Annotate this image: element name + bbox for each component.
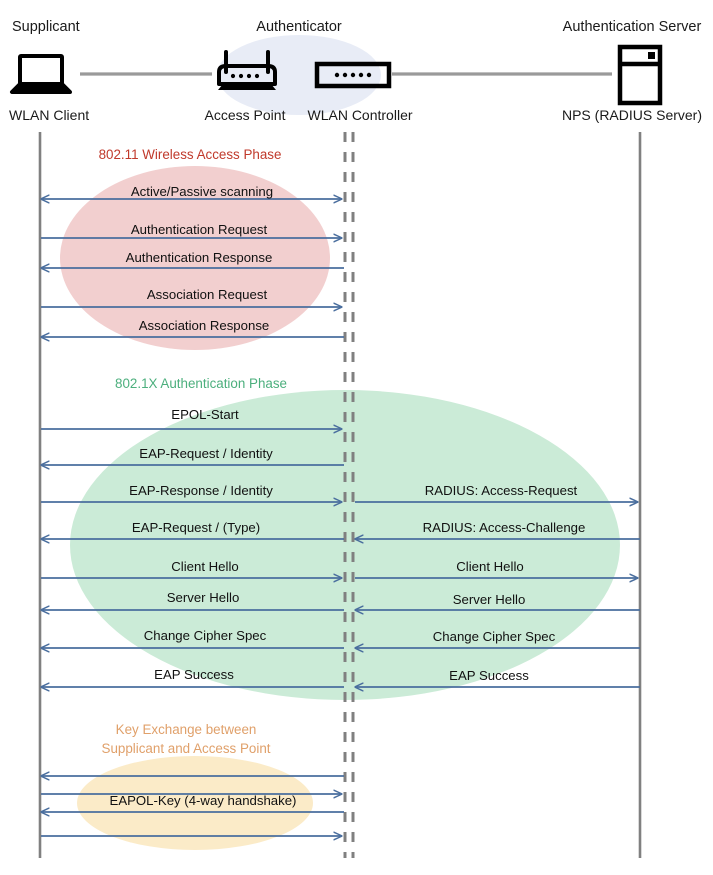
message-label-association-response: Association Response: [138, 318, 270, 333]
device-name-wlan-client: WLAN Client: [9, 107, 90, 123]
phase-title-keyexchange-line2: Supplicant and Access Point: [101, 741, 271, 756]
arrow-group-phase-80211: [41, 199, 344, 337]
message-label-authentication-request: Authentication Request: [130, 222, 268, 237]
authenticator-halo-ellipse: [217, 35, 381, 115]
message-label-active-passive-scanning: Active/Passive scanning: [130, 184, 274, 199]
phase-title-keyexchange-line1: Key Exchange between: [115, 722, 257, 737]
role-title-authenticator: Authenticator: [256, 19, 342, 35]
role-title-supplicant: Supplicant: [12, 19, 80, 35]
device-name-nps-radius-server: NPS (RADIUS Server): [561, 107, 703, 123]
phase-title-80211: 802.11 Wireless Access Phase: [98, 147, 282, 162]
message-label-eap-success-left: EAP Success: [154, 667, 234, 682]
arrow-group-phase-8021x: [41, 429, 640, 687]
message-label-eapol-key-handshake: EAPOL-Key (4-way handshake): [109, 793, 297, 808]
message-label-eap-success-right: EAP Success: [449, 668, 529, 683]
phase-ellipse-keyexchange: [77, 756, 313, 850]
access-point-icon: [217, 50, 277, 90]
message-label-radius-access-challenge: RADIUS: Access-Challenge: [422, 520, 586, 535]
device-name-access-point: Access Point: [204, 107, 286, 123]
server-icon: [617, 44, 663, 106]
wlan-controller-icon: [314, 61, 392, 89]
message-label-server-hello-left: Server Hello: [166, 590, 240, 605]
message-label-radius-access-request: RADIUS: Access-Request: [424, 483, 578, 498]
message-label-authentication-response: Authentication Response: [125, 250, 273, 265]
phase-title-8021x: 802.1X Authentication Phase: [115, 376, 287, 391]
message-label-server-hello-right: Server Hello: [452, 592, 526, 607]
laptop-icon: [10, 54, 72, 94]
message-label-eap-request-identity: EAP-Request / Identity: [139, 446, 273, 461]
arrow-group-phase-keyexchange: [41, 776, 344, 836]
device-name-wlan-controller: WLAN Controller: [307, 107, 413, 123]
message-label-eap-request-type: EAP-Request / (Type): [131, 520, 261, 535]
phase-ellipse-8021x: [70, 390, 620, 700]
message-label-client-hello-left: Client Hello: [171, 559, 239, 574]
message-label-association-request: Association Request: [146, 287, 268, 302]
message-label-eap-response-identity: EAP-Response / Identity: [129, 483, 273, 498]
message-label-epol-start: EPOL-Start: [171, 407, 239, 422]
phase-ellipse-80211: [60, 166, 330, 350]
message-label-change-cipher-spec-right: Change Cipher Spec: [432, 629, 556, 644]
role-title-authentication-server: Authentication Server: [562, 19, 702, 35]
message-label-change-cipher-spec-left: Change Cipher Spec: [143, 628, 267, 643]
message-label-client-hello-right: Client Hello: [456, 559, 524, 574]
